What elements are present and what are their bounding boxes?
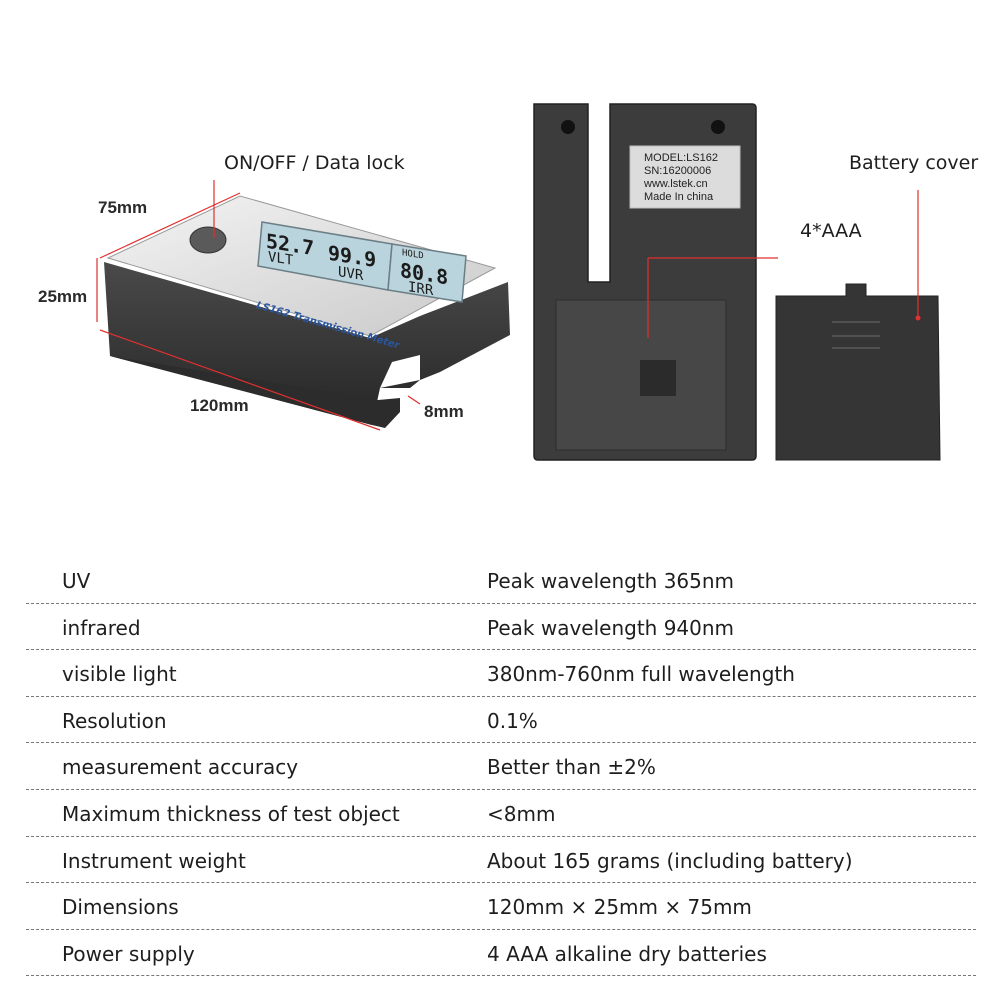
spec-value: <8mm <box>487 801 556 826</box>
spec-value: 380nm-760nm full wavelength <box>487 662 795 687</box>
dimension-width-label: 75mm <box>98 198 148 217</box>
spec-value: 4 AAA alkaline dry batteries <box>487 941 767 966</box>
battery-count-label: 4*AAA <box>800 220 862 242</box>
sticker-model: MODEL:LS162 <box>644 152 718 164</box>
power-button-label: ON/OFF / Data lock <box>224 152 405 174</box>
spec-row-infrared: infrared Peak wavelength 940nm <box>26 604 976 651</box>
spec-key: infrared <box>62 615 141 640</box>
spec-value: Peak wavelength 940nm <box>487 615 735 640</box>
lcd-label-vlt: VLT <box>268 248 294 269</box>
spec-key: Maximum thickness of test object <box>62 801 400 826</box>
spec-value: Better than ±2% <box>487 755 656 780</box>
spec-key: visible light <box>62 662 177 687</box>
spec-row-visible-light: visible light 380nm-760nm full wavelengt… <box>26 650 976 697</box>
spec-row-accuracy: measurement accuracy Better than ±2% <box>26 743 976 790</box>
battery-cover-label: Battery cover <box>849 152 979 174</box>
sticker-website: www.lstek.cn <box>644 178 708 190</box>
spec-key: Resolution <box>62 708 167 733</box>
left-product-illustration <box>0 0 520 480</box>
spec-key: measurement accuracy <box>62 755 299 780</box>
sticker-serial: SN:16200006 <box>644 165 712 177</box>
dimension-gap-label: 8mm <box>424 402 464 421</box>
spec-table: UV Peak wavelength 365nm infrared Peak w… <box>26 557 976 977</box>
spec-value: 120mm × 25mm × 75mm <box>487 895 752 920</box>
spec-row-thickness: Maximum thickness of test object <8mm <box>26 790 976 837</box>
right-product-illustration <box>520 90 990 480</box>
spec-key: UV <box>62 569 91 593</box>
spec-row-dimensions: Dimensions 120mm × 25mm × 75mm <box>26 883 976 930</box>
spec-row-resolution: Resolution 0.1% <box>26 697 976 744</box>
spec-value: About 165 grams (including battery) <box>487 848 853 873</box>
spec-key: Dimensions <box>62 895 179 920</box>
spec-row-weight: Instrument weight About 165 grams (inclu… <box>26 837 976 884</box>
spec-row-uv: UV Peak wavelength 365nm <box>26 557 976 604</box>
meter-device-drawing <box>96 180 510 431</box>
dimension-length-label: 120mm <box>190 396 249 415</box>
dimension-height-label: 25mm <box>38 287 88 306</box>
spec-key: Power supply <box>62 941 195 966</box>
lcd-label-uvr: UVR <box>338 264 364 285</box>
spec-value: Peak wavelength 365nm <box>487 569 735 593</box>
meter-back-drawing <box>533 103 941 461</box>
device-sticker: MODEL:LS162 SN:16200006 www.lstek.cn Mad… <box>644 152 718 204</box>
spec-row-power: Power supply 4 AAA alkaline dry batterie… <box>26 930 976 977</box>
spec-value: 0.1% <box>487 708 538 733</box>
lcd-label-irr: IRR <box>408 279 434 300</box>
spec-key: Instrument weight <box>62 848 246 873</box>
sticker-origin: Made In china <box>644 191 714 203</box>
